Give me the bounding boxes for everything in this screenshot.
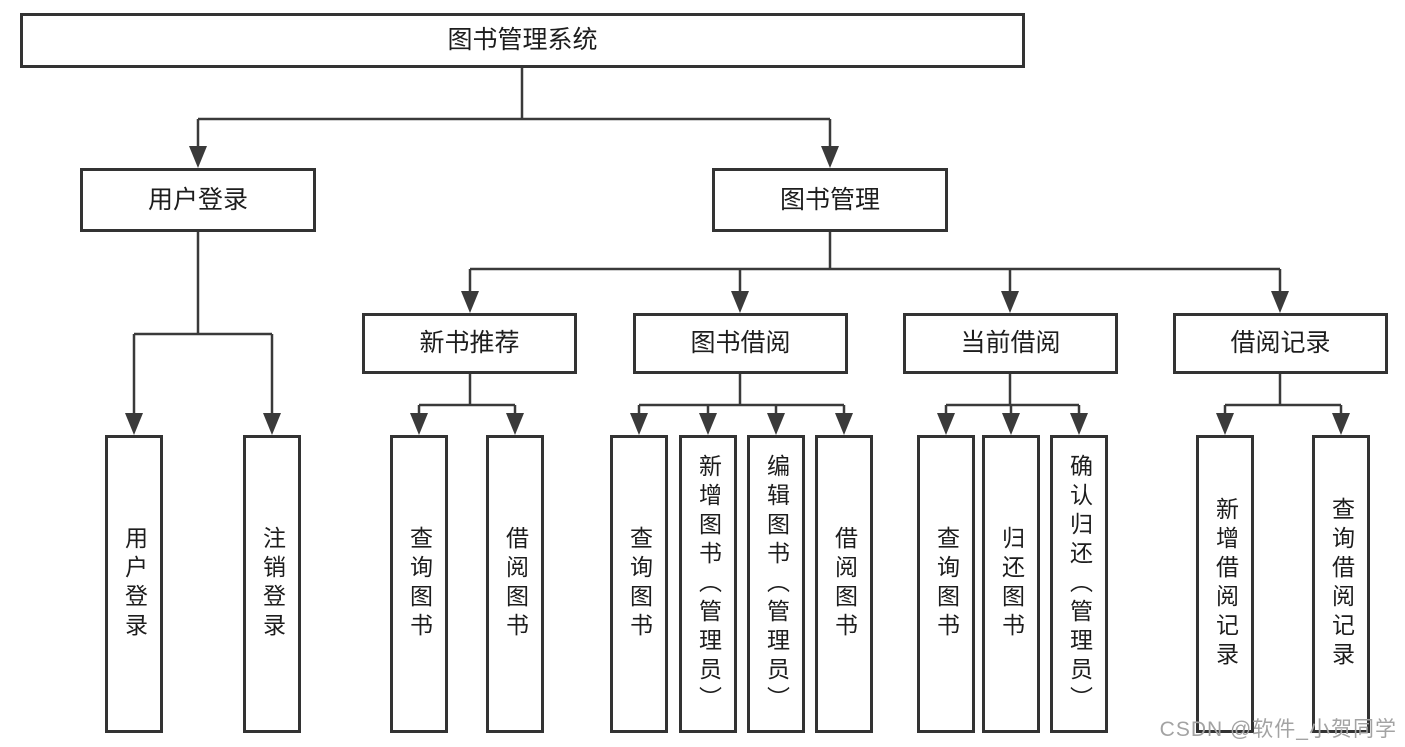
node-book-management-system: 图书管理系统	[20, 13, 1025, 68]
leaf-edit-book-admin: 编辑图书（管理员）	[747, 435, 805, 733]
node-current-borrow: 当前借阅	[903, 313, 1118, 374]
csdn-watermark: CSDN @软件_小贺同学	[1159, 718, 1397, 741]
node-book-management-branch: 图书管理	[712, 168, 948, 232]
node-book-borrow: 图书借阅	[633, 313, 848, 374]
leaf-add-book-admin: 新增图书（管理员）	[679, 435, 737, 733]
leaf-user-login: 用户登录	[105, 435, 163, 733]
leaf-confirm-return-admin: 确认归还（管理员）	[1050, 435, 1108, 733]
arrowheads	[125, 146, 1350, 435]
leaf-query-books-borrow: 查询图书	[610, 435, 668, 733]
leaf-borrow-books: 借阅图书	[815, 435, 873, 733]
leaf-query-books-current: 查询图书	[917, 435, 975, 733]
leaf-query-books-recommend: 查询图书	[390, 435, 448, 733]
node-user-login-branch: 用户登录	[80, 168, 316, 232]
leaf-add-borrow-record: 新增借阅记录	[1196, 435, 1254, 733]
node-borrow-records: 借阅记录	[1173, 313, 1388, 374]
leaf-borrow-books-recommend: 借阅图书	[486, 435, 544, 733]
leaf-logout: 注销登录	[243, 435, 301, 733]
leaf-return-book: 归还图书	[982, 435, 1040, 733]
node-new-book-recommend: 新书推荐	[362, 313, 577, 374]
leaf-query-borrow-record: 查询借阅记录	[1312, 435, 1370, 733]
